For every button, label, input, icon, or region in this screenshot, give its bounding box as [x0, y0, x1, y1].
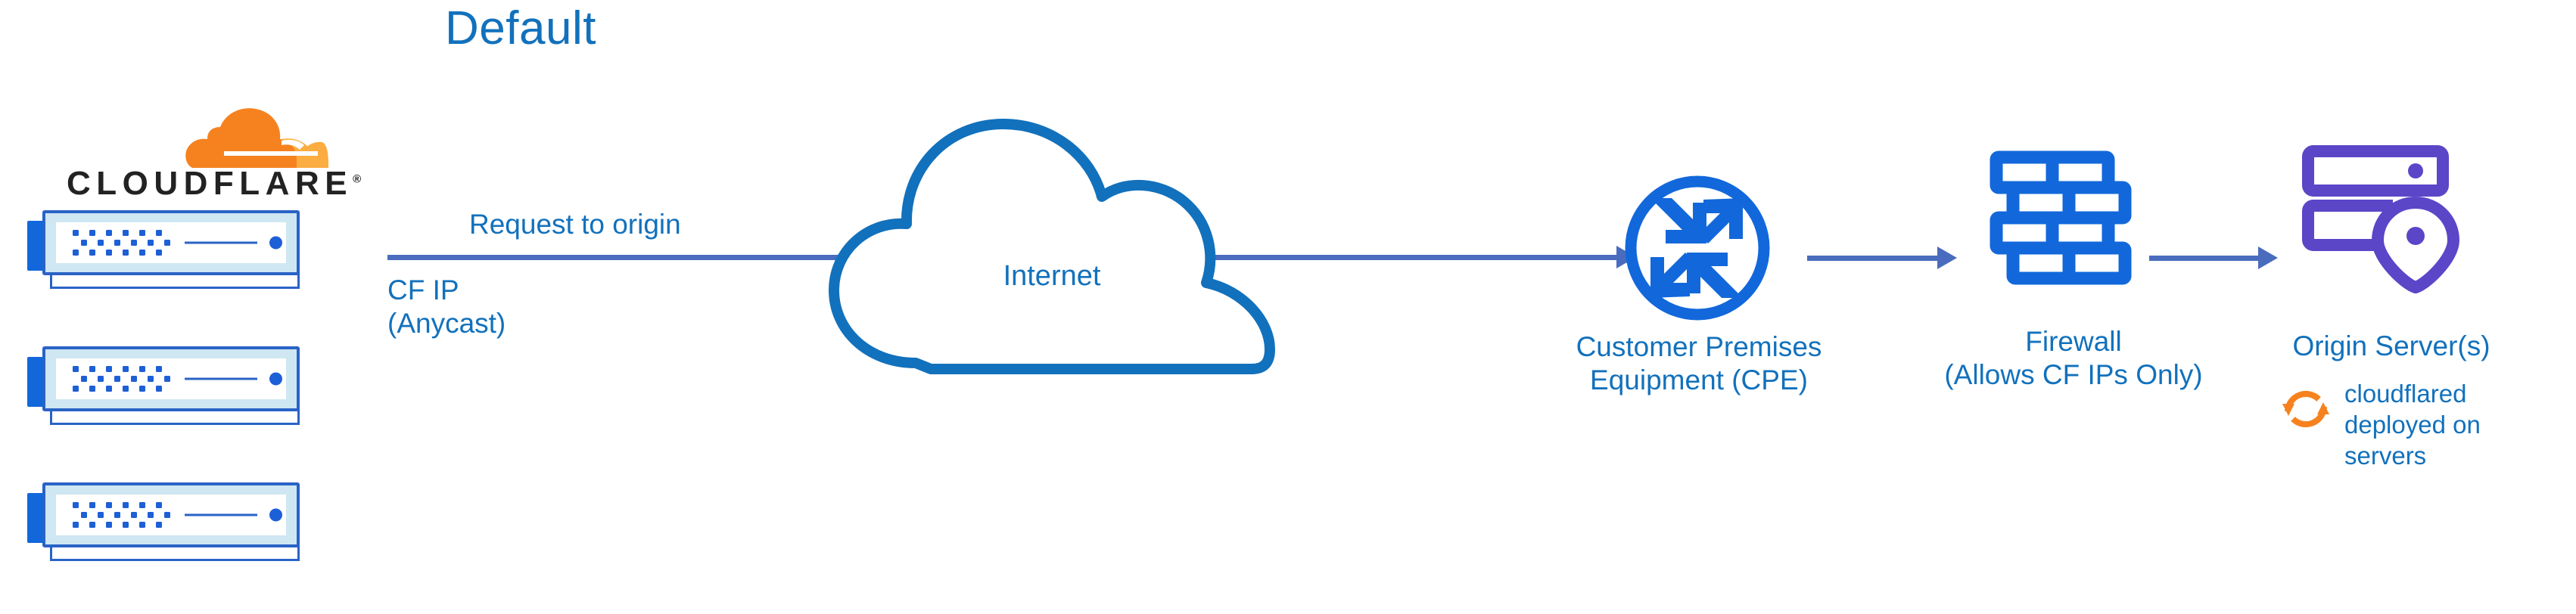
server-rack-pin-icon [2302, 145, 2459, 293]
cpe-label: Customer Premises Equipment (CPE) [1576, 331, 1822, 395]
cloud-icon [829, 119, 1275, 374]
server-chassis [42, 210, 300, 275]
firewall-to-origin-arrow-line [2149, 256, 2263, 261]
edge-server-unit [15, 342, 318, 425]
server-faceplate [56, 222, 286, 263]
server-led-indicator [269, 508, 282, 522]
server-led-indicator [269, 372, 282, 386]
cloudflare-wordmark: CLOUDFLARE® [67, 165, 361, 203]
cf-ip-anycast-label: CF IP (Anycast) [387, 274, 506, 339]
server-port-dots [73, 230, 170, 256]
registered-mark: ® [353, 172, 362, 186]
cloudflare-cloud-icon [185, 108, 328, 168]
edge-server-unit [15, 478, 318, 561]
request-to-origin-label: Request to origin [469, 209, 681, 240]
router-icon [1625, 175, 1770, 321]
server-chassis [42, 482, 300, 547]
server-status-line [185, 377, 257, 380]
page-title: Default [445, 2, 596, 54]
server-port-dots [73, 502, 170, 528]
origin-server-label: Origin Server(s) [2292, 330, 2490, 361]
server-chassis [42, 346, 300, 411]
server-led-indicator [269, 236, 282, 250]
sync-arrows-icon [2282, 390, 2329, 428]
cloudflare-wordmark-text: CLOUDFLARE [67, 165, 353, 202]
server-status-line [185, 241, 257, 244]
server-status-line [185, 513, 257, 516]
server-faceplate [56, 358, 286, 399]
cloudflare-logo: CLOUDFLARE® [27, 106, 361, 202]
cloudflared-text: cloudflared deployed on servers [2344, 380, 2481, 470]
server-port-dots [73, 366, 170, 392]
firewall-label: Firewall (Allows CF IPs Only) [1944, 326, 2203, 390]
internet-node: Internet [825, 106, 1279, 378]
internet-label: Internet [1003, 260, 1101, 292]
brick-wall-icon [1990, 150, 2132, 285]
edge-server-unit [15, 206, 318, 289]
cloudflared-annotation: cloudflared deployed on servers [2279, 378, 2576, 499]
cpe-to-firewall-arrow-head [1937, 247, 1957, 269]
firewall-to-origin-arrow-head [2258, 247, 2278, 269]
server-faceplate [56, 495, 286, 535]
cpe-to-firewall-arrow-line [1807, 256, 1942, 261]
